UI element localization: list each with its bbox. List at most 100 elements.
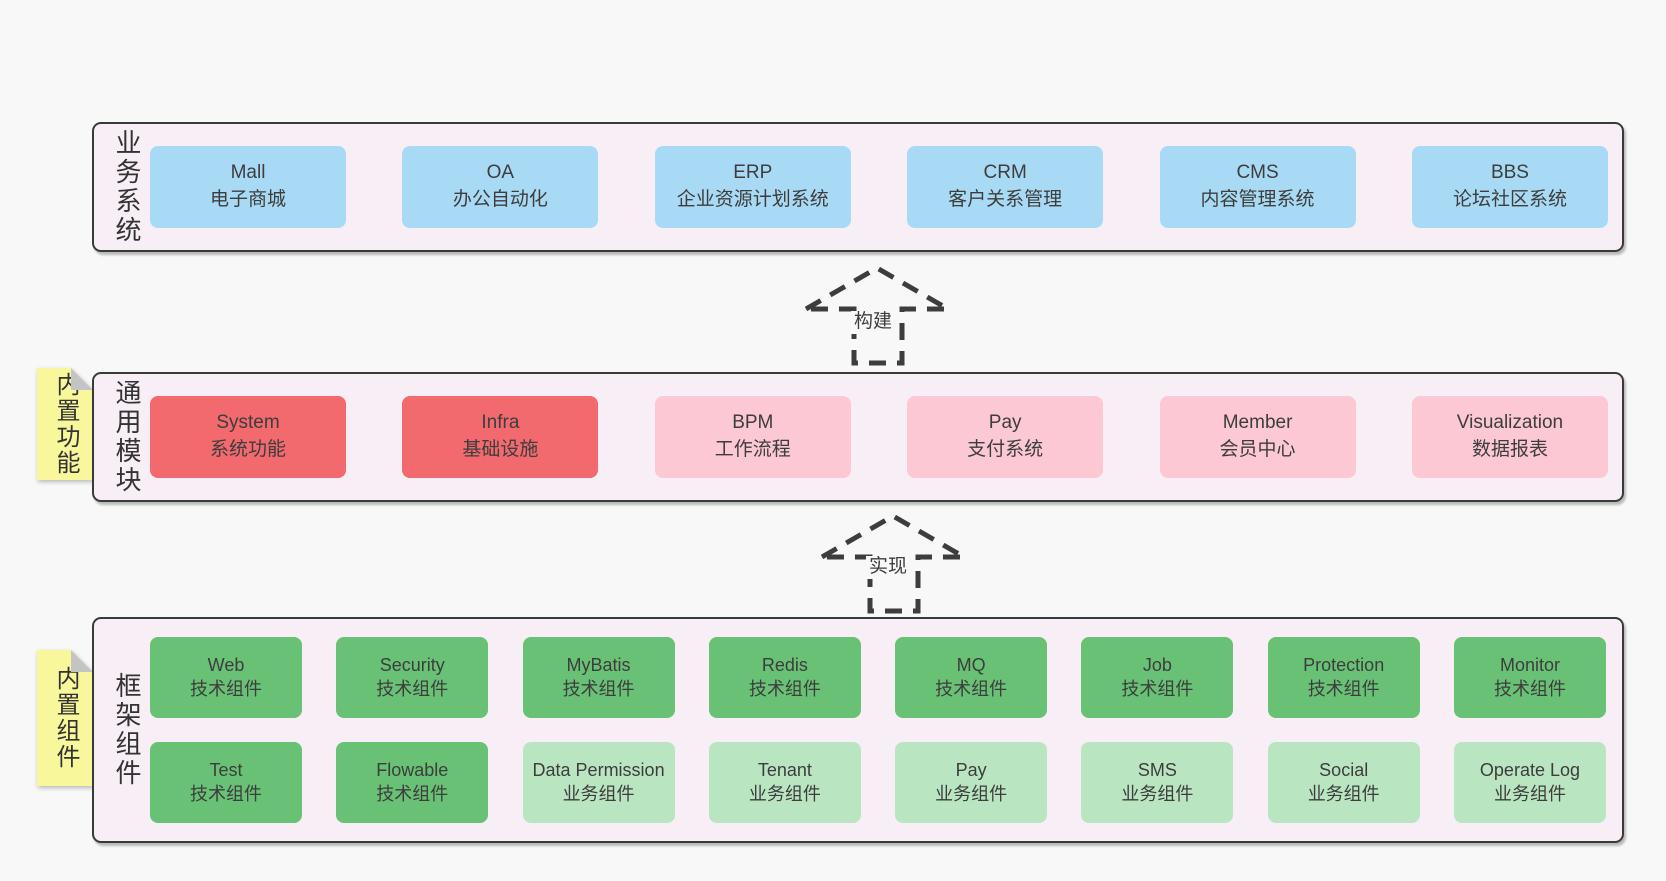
- box-subtitle: 技术组件: [935, 678, 1008, 699]
- common-modules-layer: 通用模块 System 系统功能 Infra 基础设施 BPM 工作流程 Pay…: [92, 372, 1624, 502]
- box-erp: ERP 企业资源计划系统: [654, 146, 851, 228]
- box-subtitle: 技术组件: [190, 783, 262, 804]
- box-test: Test 技术组件: [150, 742, 302, 823]
- box-subtitle: 企业资源计划系统: [676, 189, 829, 210]
- box-title: System: [216, 412, 280, 434]
- common-modules-label: 通用模块: [112, 379, 142, 495]
- box-title: Security: [379, 654, 445, 675]
- box-subtitle: 数据报表: [1471, 439, 1548, 460]
- box-title: Flowable: [376, 759, 449, 780]
- box-pay-component: Pay 业务组件: [895, 742, 1048, 823]
- box-title: ERP: [733, 162, 773, 184]
- box-title: Job: [1142, 654, 1172, 675]
- box-title: BPM: [732, 412, 774, 434]
- box-title: Member: [1222, 412, 1293, 434]
- box-flowable: Flowable 技术组件: [336, 742, 489, 823]
- box-subtitle: 支付系统: [967, 439, 1044, 460]
- box-subtitle: 业务组件: [1121, 783, 1194, 804]
- box-title: Protection: [1303, 654, 1385, 675]
- sticky-note: 内置功能: [37, 368, 93, 480]
- box-system: System 系统功能: [150, 396, 346, 478]
- framework-components-grid: Web 技术组件 Security 技术组件 MyBatis 技术组件 Redi…: [150, 637, 1606, 823]
- box-title: BBS: [1490, 162, 1529, 184]
- box-subtitle: 内容管理系统: [1200, 189, 1315, 210]
- sticky-note-built-in-components: 内置组件: [37, 650, 93, 786]
- box-title: SMS: [1137, 759, 1177, 780]
- folded-corner-icon: [71, 650, 93, 672]
- box-visualization: Visualization 数据报表: [1411, 396, 1608, 478]
- box-cms: CMS 内容管理系统: [1159, 146, 1356, 228]
- box-mybatis: MyBatis 技术组件: [522, 637, 675, 718]
- business-systems-label: 业务系统: [112, 129, 142, 245]
- box-subtitle: 技术组件: [562, 678, 635, 699]
- box-title: Tenant: [757, 759, 812, 780]
- box-title: Infra: [481, 412, 520, 434]
- box-subtitle: 办公自动化: [452, 189, 548, 210]
- build-arrow-icon: [800, 265, 956, 366]
- box-subtitle: 业务组件: [1493, 783, 1566, 804]
- box-oa: OA 办公自动化: [402, 146, 599, 228]
- box-subtitle: 技术组件: [1493, 678, 1566, 699]
- box-pay: Pay 支付系统: [907, 396, 1104, 478]
- business-systems-layer: 业务系统 Mall 电子商城 OA 办公自动化 ERP 企业资源计划系统 CRM…: [92, 122, 1624, 252]
- box-title: Operate Log: [1479, 759, 1580, 780]
- box-protection: Protection 技术组件: [1267, 637, 1420, 718]
- box-security: Security 技术组件: [336, 637, 489, 718]
- implement-arrow-label: 实现: [866, 556, 911, 579]
- box-subtitle: 业务组件: [935, 783, 1008, 804]
- box-title: Pay: [988, 412, 1022, 434]
- business-systems-row: Mall 电子商城 OA 办公自动化 ERP 企业资源计划系统 CRM 客户关系…: [150, 146, 1608, 228]
- sticky-note: 内置组件: [37, 650, 93, 786]
- box-member: Member 会员中心: [1159, 396, 1356, 478]
- box-subtitle: 系统功能: [209, 439, 286, 460]
- box-title: MyBatis: [566, 654, 631, 675]
- box-title: OA: [486, 162, 515, 184]
- box-title: Monitor: [1499, 654, 1560, 675]
- box-subtitle: 技术组件: [376, 783, 449, 804]
- implement-arrow-icon: [816, 513, 972, 614]
- folded-corner-icon: [71, 368, 93, 390]
- sticky-note-built-in-features: 内置功能: [37, 368, 93, 480]
- box-subtitle: 技术组件: [1121, 678, 1194, 699]
- box-operate-log: Operate Log 业务组件: [1453, 742, 1606, 823]
- box-subtitle: 业务组件: [748, 783, 821, 804]
- box-title: Test: [209, 759, 243, 780]
- box-job: Job 技术组件: [1081, 637, 1234, 718]
- framework-components-label: 框架组件: [112, 672, 142, 788]
- box-mq: MQ 技术组件: [895, 637, 1048, 718]
- box-data-permission: Data Permission 业务组件: [522, 742, 675, 823]
- box-subtitle: 技术组件: [1307, 678, 1380, 699]
- box-subtitle: 基础设施: [462, 439, 539, 460]
- box-title: Mall: [230, 162, 266, 184]
- build-arrow-label: 构建: [851, 311, 896, 334]
- box-subtitle: 电子商城: [209, 189, 286, 210]
- box-tenant: Tenant 业务组件: [708, 742, 861, 823]
- box-title: CMS: [1236, 162, 1279, 184]
- box-sms: SMS 业务组件: [1081, 742, 1234, 823]
- common-modules-row: System 系统功能 Infra 基础设施 BPM 工作流程 Pay 支付系统…: [150, 396, 1608, 478]
- framework-components-layer: 框架组件 Web 技术组件 Security 技术组件 MyBatis 技术组件…: [92, 617, 1624, 843]
- box-subtitle: 技术组件: [376, 678, 449, 699]
- box-title: Visualization: [1456, 412, 1564, 434]
- box-title: Pay: [955, 759, 987, 780]
- box-crm: CRM 客户关系管理: [907, 146, 1104, 228]
- box-social: Social 业务组件: [1267, 742, 1420, 823]
- box-subtitle: 客户关系管理: [948, 189, 1063, 210]
- box-web: Web 技术组件: [150, 637, 302, 718]
- sticky-note-text: 内置组件: [52, 666, 79, 770]
- box-subtitle: 论坛社区系统: [1452, 189, 1567, 210]
- box-subtitle: 技术组件: [190, 678, 262, 699]
- box-monitor: Monitor 技术组件: [1453, 637, 1606, 718]
- box-subtitle: 工作流程: [714, 439, 791, 460]
- box-title: Web: [207, 654, 245, 675]
- box-subtitle: 会员中心: [1219, 439, 1296, 460]
- box-title: Redis: [761, 654, 808, 675]
- box-title: Data Permission: [532, 759, 665, 780]
- box-title: MQ: [956, 654, 986, 675]
- box-subtitle: 技术组件: [748, 678, 821, 699]
- box-infra: Infra 基础设施: [402, 396, 599, 478]
- box-bpm: BPM 工作流程: [654, 396, 851, 478]
- box-title: Social: [1319, 759, 1369, 780]
- box-bbs: BBS 论坛社区系统: [1411, 146, 1608, 228]
- box-title: CRM: [983, 162, 1027, 184]
